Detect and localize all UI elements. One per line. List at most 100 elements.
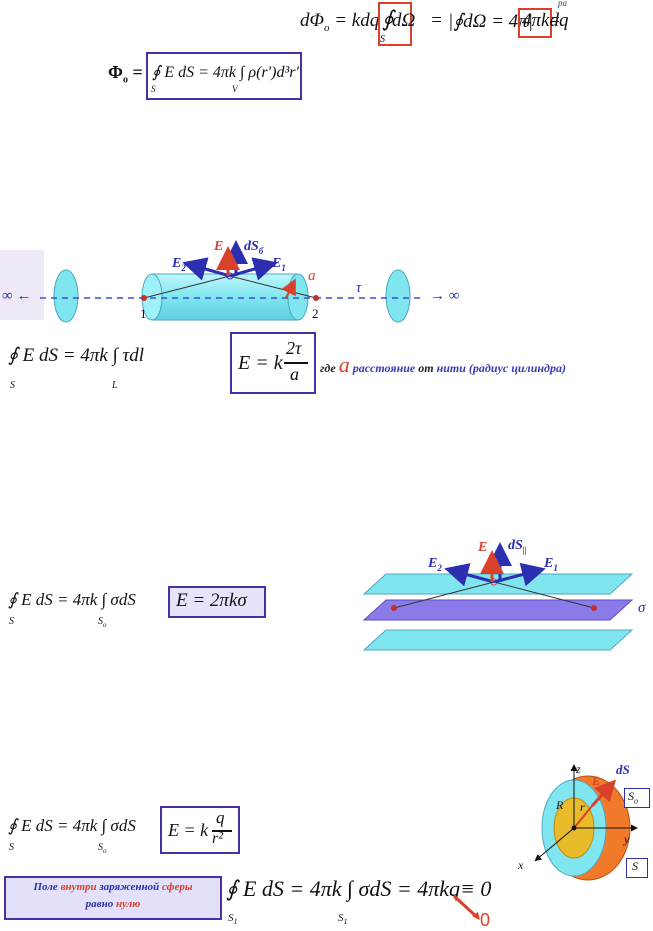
cyl-note: где a расстояние от нити (радиус цилиндр…	[320, 352, 566, 378]
note-t2: от	[418, 361, 434, 375]
plane-label-sigma: σ	[638, 600, 646, 616]
plane-boxed: E = 2πkσ	[176, 590, 247, 611]
sphere-so-sub: o	[634, 796, 638, 806]
sphere-y: y	[624, 832, 630, 846]
radius-r	[573, 805, 593, 829]
sphere-equation-row: ∮ E dS = 4πk ∫ σdS S So E = k q r²	[0, 804, 250, 862]
flux-abs: |∮dΩ = 4π|	[448, 11, 533, 32]
flux-domega: dΩ	[392, 10, 416, 31]
sphere-boxed-den: r²	[212, 830, 224, 847]
phi-lhs: Φ	[108, 62, 123, 82]
zero-note-f: нулю	[115, 898, 141, 910]
plane-label-e2: E	[428, 556, 438, 571]
flux-sub: o	[323, 21, 330, 34]
cap-right	[385, 269, 411, 323]
ray-right	[229, 275, 317, 299]
gauss-integral-row: Φo = ∮ E dS = 4πk ∫ ρ(r′)d³r′ S V	[108, 52, 308, 100]
zero-note-d: сферы	[162, 881, 193, 893]
zero-result: 0	[480, 910, 491, 930]
label-inf-right: → ∞	[430, 288, 460, 304]
plane-middle	[362, 599, 634, 621]
label-tau: τ	[356, 280, 362, 296]
phi-eq: =	[132, 62, 143, 82]
corner-text: pa	[558, 0, 567, 8]
flux-eq1: =	[430, 10, 443, 31]
flux-result: 4πkdq	[522, 10, 569, 31]
cyl-boxed-den: a	[290, 364, 299, 384]
plane-label-e2-sub: 2	[437, 562, 442, 573]
plane-label-e1-sub: 1	[553, 562, 558, 573]
sphere-r: r	[580, 800, 585, 814]
gauss-sub-v: V	[232, 84, 238, 94]
label-ds: dS	[244, 239, 259, 254]
strike-arrow	[452, 894, 480, 920]
zero-field-equation: ∮ E dS = 4πk ∫ σdS = 4πkq ≡ 0 S1 S1 0	[224, 868, 524, 930]
plane-ray-right	[493, 581, 595, 609]
cylinder-equation-row: ∮ E dS = 4πk ∫ τdl S L E = k 2τ a где a …	[0, 326, 640, 396]
plane-sub-so: S	[98, 616, 103, 627]
label-so-box: So	[624, 788, 650, 808]
label-s-box: S	[626, 858, 648, 878]
zero-eq: ∮ E dS = 4πk ∫ σdS = 4πkq	[226, 876, 461, 901]
cylinder-svg	[0, 240, 420, 323]
sphere-s: S	[632, 859, 638, 873]
gauss-box: ∮ E dS = 4πk ∫ ρ(r′)d³r′ S V	[146, 52, 302, 100]
note-t1: расстояние	[352, 361, 416, 375]
label-e2: E	[172, 256, 182, 271]
plane-eq-left: ∮ E dS = 4πk ∫ σdS	[8, 590, 136, 609]
label-e2-sub: 2	[181, 262, 186, 273]
gauss-sub-s: S	[151, 84, 156, 94]
note-t5: цилиндра)	[511, 361, 566, 375]
zero-field-note: Поле внутри заряженной сферы равно нулю	[4, 876, 222, 920]
flux-integral: ∮	[382, 6, 394, 31]
plane-e2-arrow	[444, 563, 495, 587]
note-a: a	[338, 352, 350, 377]
flux-int-sub: S	[380, 34, 385, 45]
axis-x	[534, 827, 575, 862]
phi-sub: o	[122, 74, 128, 86]
plane-ray-left	[393, 581, 495, 609]
sphere-z: z	[576, 762, 581, 776]
label-point-1: 1	[140, 306, 147, 321]
flux-mid: = kdq	[334, 10, 380, 31]
sphere-boxed-lhs: E = k	[168, 820, 209, 840]
label-a: a	[308, 268, 316, 284]
solid-angle-box	[378, 2, 412, 46]
plane-label-e1: E	[544, 556, 554, 571]
label-e1: E	[272, 256, 282, 271]
radius-arrow	[281, 278, 296, 299]
cyl-eq-sub-s: S	[10, 380, 15, 391]
plane-bottom	[362, 629, 634, 651]
cylinder-end-right	[287, 273, 309, 321]
sphere-boxed-num: q	[216, 808, 225, 827]
ray-left	[143, 275, 231, 299]
sphere-R: R	[556, 798, 564, 812]
zero-note-a: Поле	[33, 881, 58, 893]
plane-svg	[362, 542, 634, 651]
note-t4: (радиус	[468, 361, 509, 375]
label-e: E	[214, 239, 224, 254]
sphere-sub-s: S	[9, 842, 14, 853]
zero-note-b: внутри	[60, 881, 97, 893]
sphere-boxed-result: E = k q r²	[160, 806, 240, 854]
flux-lhs: dΦ	[300, 10, 324, 31]
plane-sub-so-sub: o	[103, 621, 107, 629]
cyl-boxed-num: 2τ	[286, 338, 302, 358]
cylinder-diagram: E dSб E2 E1 a τ 1 2 ∞ ← → ∞	[0, 236, 470, 328]
sphere-so: S	[628, 789, 634, 803]
cyl-boxed-lhs: E = k	[238, 352, 283, 374]
sphere-diagram: z x y dS E R r So S	[516, 760, 652, 892]
result-box	[518, 8, 552, 38]
sphere-x: x	[518, 858, 524, 872]
plane-e1-arrow	[493, 562, 546, 587]
plane-point-right	[591, 605, 597, 611]
plane-equation-row: ∮ E dS = 4πk ∫ σdS S So E = 2πkσ	[0, 580, 280, 636]
label-inf-left: ∞ ←	[2, 288, 32, 304]
plane-label-e: E	[478, 540, 488, 555]
flux-equation: dΦo = kdq ∮ dΩ S = |∮dΩ = 4π| = 4πkdq pa	[296, 0, 596, 48]
sphere-eq-left: ∮ E dS = 4πk ∫ σdS	[8, 816, 136, 835]
zero-sub2-sub: 1	[343, 917, 348, 927]
label-e1-sub: 1	[281, 262, 286, 273]
label-ds-sub: б	[258, 245, 264, 256]
cyl-boxed-result: E = k 2τ a	[230, 332, 316, 394]
